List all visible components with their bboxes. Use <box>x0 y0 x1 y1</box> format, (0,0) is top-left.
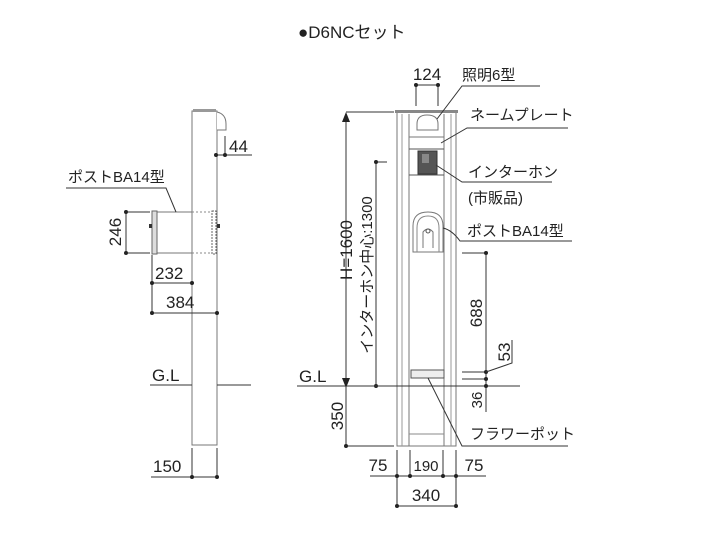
intercom-note: (市販品) <box>468 190 523 207</box>
intercom-label: インターホン <box>468 164 558 181</box>
side-pole <box>191 110 218 446</box>
dim-340: 340 <box>412 486 440 505</box>
side-post-leader <box>66 187 177 213</box>
dim-36: 36 <box>469 392 486 409</box>
light-label: 照明6型 <box>462 67 515 84</box>
dim-350: 350 <box>328 402 347 430</box>
light-fixture <box>416 114 439 131</box>
side-view: ポストBA14型 44 246 232 384 G.L 150 <box>66 109 252 479</box>
dim-232: 232 <box>155 264 183 283</box>
nameplate-label: ネームプレート <box>470 107 574 124</box>
front-mailbox <box>412 211 444 253</box>
side-gl-label: G.L <box>152 366 179 385</box>
intercom-center-dim: インターホン中心:1300 <box>359 196 376 354</box>
dim-246: 246 <box>106 218 125 246</box>
front-gl-label: G.L <box>299 367 326 386</box>
flower-pot <box>410 369 445 379</box>
side-post-label: ポストBA14型 <box>68 169 165 186</box>
front-post-label: ポストBA14型 <box>467 223 564 240</box>
side-mailbox <box>149 210 220 255</box>
dim-75-right: 75 <box>465 456 484 475</box>
dim-53: 53 <box>495 343 514 362</box>
flowerpot-label: フラワーポット <box>470 426 575 443</box>
dim-688: 688 <box>467 299 486 327</box>
side-light <box>216 111 227 131</box>
diagram-title: ●D6NCセット <box>298 23 406 42</box>
dim-44: 44 <box>229 137 248 156</box>
side-cap <box>193 109 216 112</box>
front-view: 124 照明6型 ネームプレート インターホン (市販品) ポストBA14型 フ… <box>297 65 575 508</box>
dim-150: 150 <box>153 457 181 476</box>
dim-384: 384 <box>166 293 194 312</box>
height-dim: H=1600 <box>337 220 356 280</box>
dim-190: 190 <box>413 458 438 475</box>
dim-124: 124 <box>413 65 441 84</box>
dim-75-left: 75 <box>369 456 388 475</box>
